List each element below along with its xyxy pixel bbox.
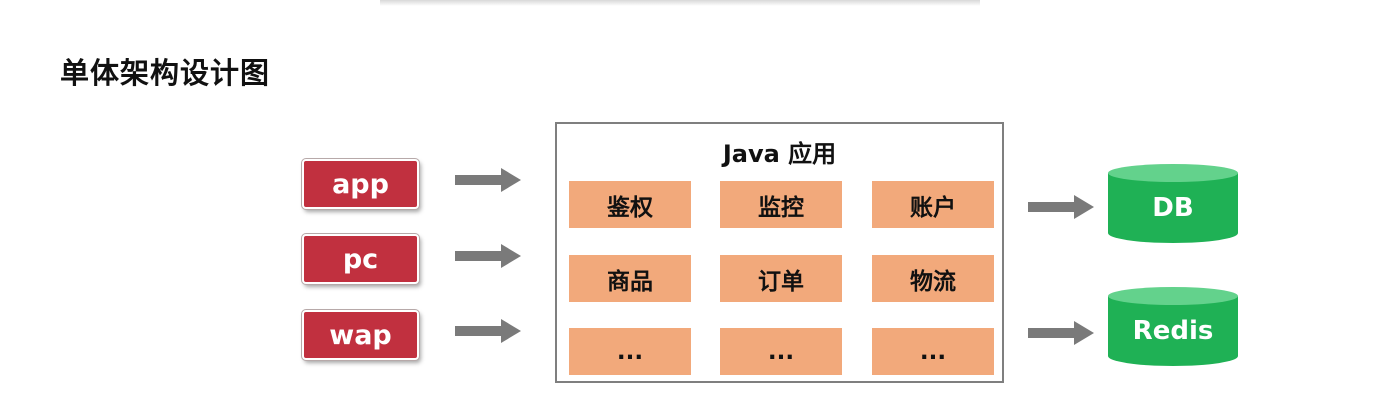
module-order: 订单 bbox=[720, 255, 842, 302]
arrow-java-to-db bbox=[1028, 195, 1094, 219]
arrow-app-to-java bbox=[455, 168, 521, 192]
java-app-container: Java 应用 鉴权 监控 账户 商品 订单 物流 ... ... ... bbox=[555, 122, 1004, 383]
module-auth: 鉴权 bbox=[569, 181, 691, 228]
module-more-3: ... bbox=[872, 328, 994, 375]
module-product: 商品 bbox=[569, 255, 691, 302]
arrow-wap-to-java bbox=[455, 319, 521, 343]
db-cylinder: DB bbox=[1107, 163, 1239, 245]
module-more-1: ... bbox=[569, 328, 691, 375]
page-title: 单体架构设计图 bbox=[60, 56, 271, 90]
arrow-pc-to-java bbox=[455, 244, 521, 268]
module-logistics: 物流 bbox=[872, 255, 994, 302]
module-monitor: 监控 bbox=[720, 181, 842, 228]
redis-label: Redis bbox=[1132, 316, 1214, 346]
database-icon bbox=[1108, 287, 1238, 366]
module-account: 账户 bbox=[872, 181, 994, 228]
database-icon bbox=[1108, 164, 1238, 243]
client-app: app bbox=[302, 159, 419, 209]
arrow-java-to-redis bbox=[1028, 321, 1094, 345]
java-app-title: Java 应用 bbox=[722, 140, 837, 168]
top-edge-shade bbox=[380, 0, 980, 6]
client-pc: pc bbox=[302, 234, 419, 284]
module-more-2: ... bbox=[720, 328, 842, 375]
client-wap: wap bbox=[302, 310, 419, 360]
redis-cylinder: Redis bbox=[1107, 286, 1239, 368]
db-label: DB bbox=[1152, 193, 1194, 223]
